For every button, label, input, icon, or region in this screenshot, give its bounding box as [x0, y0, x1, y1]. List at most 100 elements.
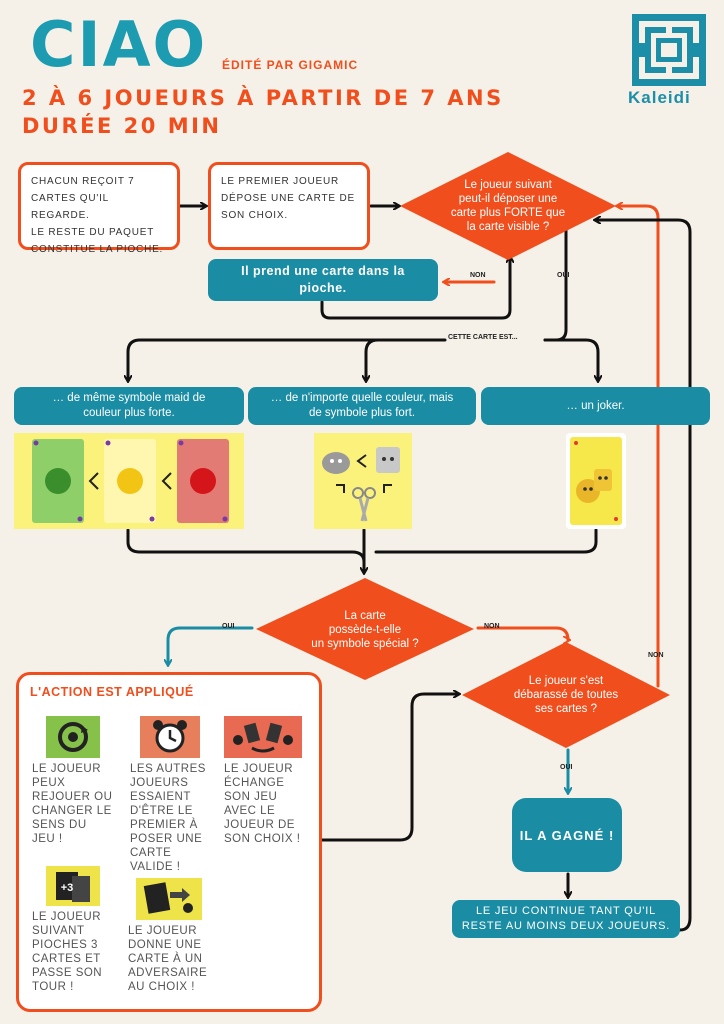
- action-line: PIOCHES 3: [32, 939, 98, 951]
- action-line: JOUEURS: [130, 777, 189, 789]
- action-image: [136, 878, 202, 920]
- action-image: +3: [46, 866, 100, 906]
- decision-line: Le joueur suivant: [464, 179, 552, 191]
- action-description: LES AUTRES JOUEURS ESSAIENT D'ÊTRE LE PR…: [130, 762, 206, 874]
- action-line: ADVERSAIRE: [128, 967, 208, 979]
- replay-reverse-icon: [58, 722, 88, 752]
- label-card-is: CETTE CARTE EST...: [448, 334, 518, 341]
- action-line: PREMIER À: [130, 819, 198, 831]
- action-line: REJOUER OU: [32, 791, 113, 803]
- action-line: CARTES ET: [32, 953, 101, 965]
- alarm-clock-icon: [153, 720, 187, 753]
- label-oui: OUI: [222, 623, 235, 630]
- decision-line: ses cartes ?: [535, 703, 597, 715]
- draw-card-box: Il prend une carte dans la pioche.: [208, 259, 438, 301]
- decision-special-text: La carte possède-t-elle un symbole spéci…: [295, 609, 435, 651]
- action-line: CARTE: [130, 847, 172, 859]
- draw-line: pioche.: [299, 281, 347, 295]
- decision-line: La carte: [344, 610, 386, 622]
- color-cards-icon: [32, 439, 229, 523]
- option-line: … de même symbole maid de: [52, 392, 206, 404]
- action-line: JEU !: [32, 833, 63, 845]
- start-line: CHACUN REÇOIT 7: [31, 176, 135, 187]
- decision-diamond: [256, 578, 474, 680]
- continue-line: LE JEU CONTINUE TANT QU'IL: [476, 905, 656, 917]
- option-line: couleur plus forte.: [83, 407, 175, 419]
- continue-line: RESTE AU MOINS DEUX JOUEURS.: [461, 920, 671, 932]
- label-oui: OUI: [560, 764, 573, 771]
- logo-text: Kaleidi: [628, 88, 691, 107]
- action-line: JOUEUR DE: [224, 819, 295, 831]
- decision-line: peut-il déposer une: [458, 193, 558, 205]
- give-card-icon: [143, 882, 193, 914]
- action-line: LE JOUEUR: [128, 925, 198, 937]
- action-line: D'ÊTRE LE: [130, 805, 193, 817]
- action-line: ÉCHANGE: [224, 777, 285, 789]
- label-oui: OUI: [557, 272, 570, 279]
- action-description: LE JOUEUR DONNE UNE CARTE À UN ADVERSAIR…: [128, 924, 207, 994]
- option-same-symbol: … de même symbole maid de couleur plus f…: [14, 387, 244, 425]
- kaleidi-logo-icon: [632, 14, 706, 86]
- decision-line: carte plus FORTE que: [450, 207, 566, 219]
- action-line: SON CHOIX !: [224, 833, 301, 845]
- game-title: CIAO: [30, 8, 208, 81]
- start-line: CARTES QU'IL REGARDE.: [31, 193, 109, 221]
- first-player-line: LE PREMIER JOUEUR: [221, 176, 340, 187]
- swap-hands-icon: [233, 722, 293, 753]
- start-line: LE RESTE DU PAQUET: [31, 227, 155, 238]
- action-line: AU CHOIX !: [128, 981, 195, 993]
- symbol-cards-illustration: [314, 433, 412, 529]
- players-info: 2 À 6 JOUEURS À PARTIR DE 7 ANS: [22, 86, 504, 110]
- color-cards-illustration: [14, 433, 244, 529]
- action-line: PASSE SON: [32, 967, 103, 979]
- decision-diamond: [462, 642, 670, 748]
- start-box: CHACUN REÇOIT 7 CARTES QU'IL REGARDE. LE…: [18, 162, 180, 255]
- action-description: LE JOUEUR SUIVANT PIOCHES 3 CARTES ET PA…: [32, 910, 102, 994]
- action-panel-title: L'ACTION EST APPLIQUÉ: [30, 685, 194, 699]
- action-line: VALIDE !: [130, 861, 181, 873]
- decision-stronger-text: Le joueur suivant peut-il déposer une ca…: [438, 178, 578, 234]
- action-image: [224, 716, 302, 758]
- decision-line: Le joueur s'est: [528, 675, 604, 687]
- action-image: [46, 716, 100, 758]
- action-line: CARTE À UN: [128, 953, 203, 965]
- draw-line: Il prend une carte dans la: [241, 264, 405, 278]
- action-line: AVEC LE: [224, 805, 276, 817]
- option-line: … de n'importe quelle couleur, mais: [270, 392, 454, 404]
- action-description: LE JOUEUR PEUX REJOUER OU CHANGER LE SEN…: [32, 762, 112, 846]
- action-image: [140, 716, 200, 758]
- joker-icon: [570, 437, 622, 525]
- action-line: POSER UNE: [130, 833, 203, 845]
- action-line: TOUR !: [32, 981, 74, 993]
- start-line: CONSTITUE LA PIOCHE.: [31, 244, 164, 255]
- decision-rid-text: Le joueur s'est débarassé de toutes ses …: [496, 674, 636, 716]
- decision-diamond: [400, 152, 616, 260]
- rock-paper-scissors-icon: [322, 447, 400, 522]
- won-box: IL A GAGNÉ !: [512, 798, 622, 872]
- action-line: LE JOUEUR: [32, 763, 102, 775]
- continue-box: LE JEU CONTINUE TANT QU'IL RESTE AU MOIN…: [452, 900, 680, 938]
- action-line: SENS DU: [32, 819, 87, 831]
- action-line: ESSAIENT: [130, 791, 191, 803]
- option-line: de symbole plus fort.: [308, 407, 416, 419]
- action-line: LE JOUEUR: [32, 911, 102, 923]
- option-any-color: … de n'importe quelle couleur, mais de s…: [248, 387, 476, 425]
- action-line: CHANGER LE: [32, 805, 112, 817]
- option-joker: … un joker.: [481, 387, 710, 425]
- first-player-box: LE PREMIER JOUEUR DÉPOSE UNE CARTE DE SO…: [208, 162, 370, 250]
- label-non: NON: [648, 652, 664, 659]
- action-line: DONNE UNE: [128, 939, 202, 951]
- action-line: SUIVANT: [32, 925, 85, 937]
- plus-three-icon: +3: [56, 872, 90, 902]
- action-line: SON JEU: [224, 791, 278, 803]
- decision-line: la carte visible ?: [466, 221, 550, 233]
- joker-card-illustration: [566, 433, 626, 529]
- action-description: LE JOUEUR ÉCHANGE SON JEU AVEC LE JOUEUR…: [224, 762, 300, 846]
- label-non: NON: [484, 623, 500, 630]
- action-line: LES AUTRES: [130, 763, 206, 775]
- decision-line: un symbole spécial ?: [311, 638, 419, 650]
- decision-line: possède-t-elle: [328, 624, 402, 636]
- label-non: NON: [470, 272, 486, 279]
- first-player-line: SON CHOIX.: [221, 210, 288, 221]
